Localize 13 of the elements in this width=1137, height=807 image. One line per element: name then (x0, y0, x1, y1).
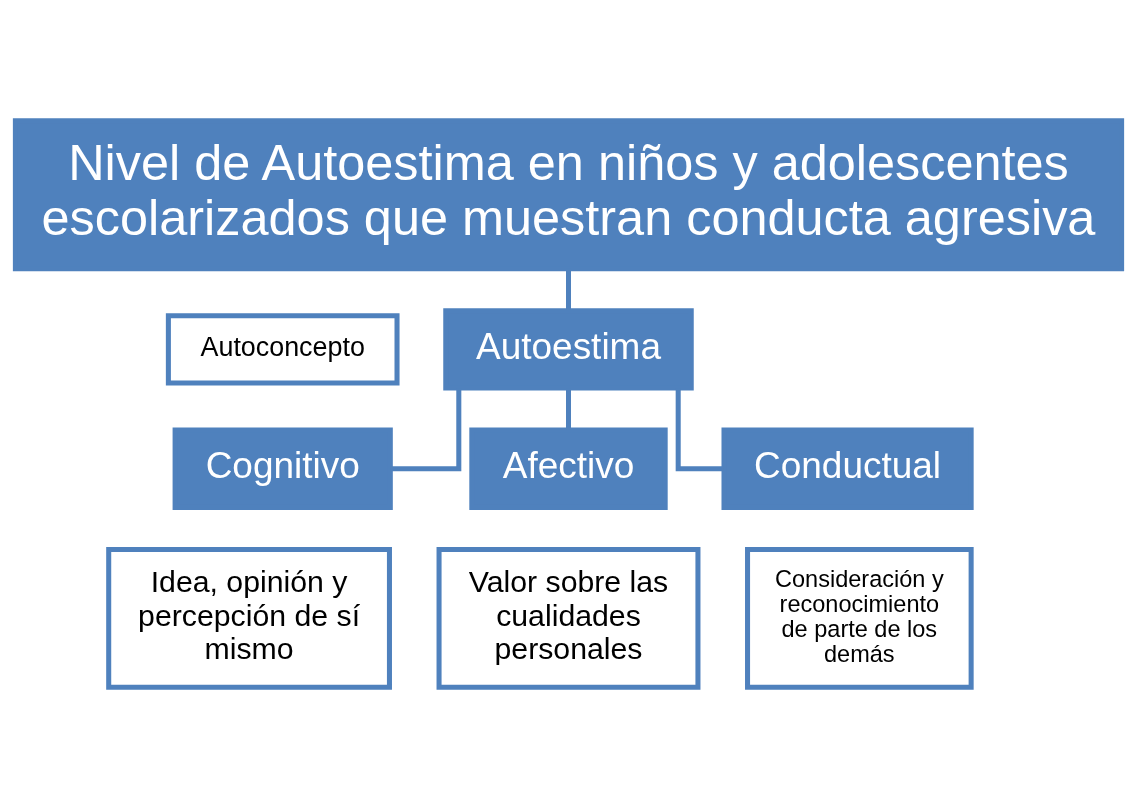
node-box: Idea, opinión y percepción de sí mismo (106, 546, 392, 690)
connector (566, 387, 571, 430)
node-box: Valor sobre las cualidades personales (436, 546, 701, 690)
node-box: Conductual (721, 427, 974, 510)
connector (566, 268, 571, 310)
node-box: Afectivo (469, 427, 668, 510)
node-box: Autoestima (443, 307, 694, 391)
connector (390, 387, 462, 471)
node-box: Nivel de Autoestima en niños y adolescentes escolarizados que muestran conducta agresiva (12, 117, 1125, 271)
node-box: Autoconcepto (165, 312, 400, 385)
node-box: Consideración y reconocimiento de parte de los demás (745, 546, 974, 690)
connector (675, 387, 724, 471)
node-box: Cognitivo (172, 427, 393, 510)
